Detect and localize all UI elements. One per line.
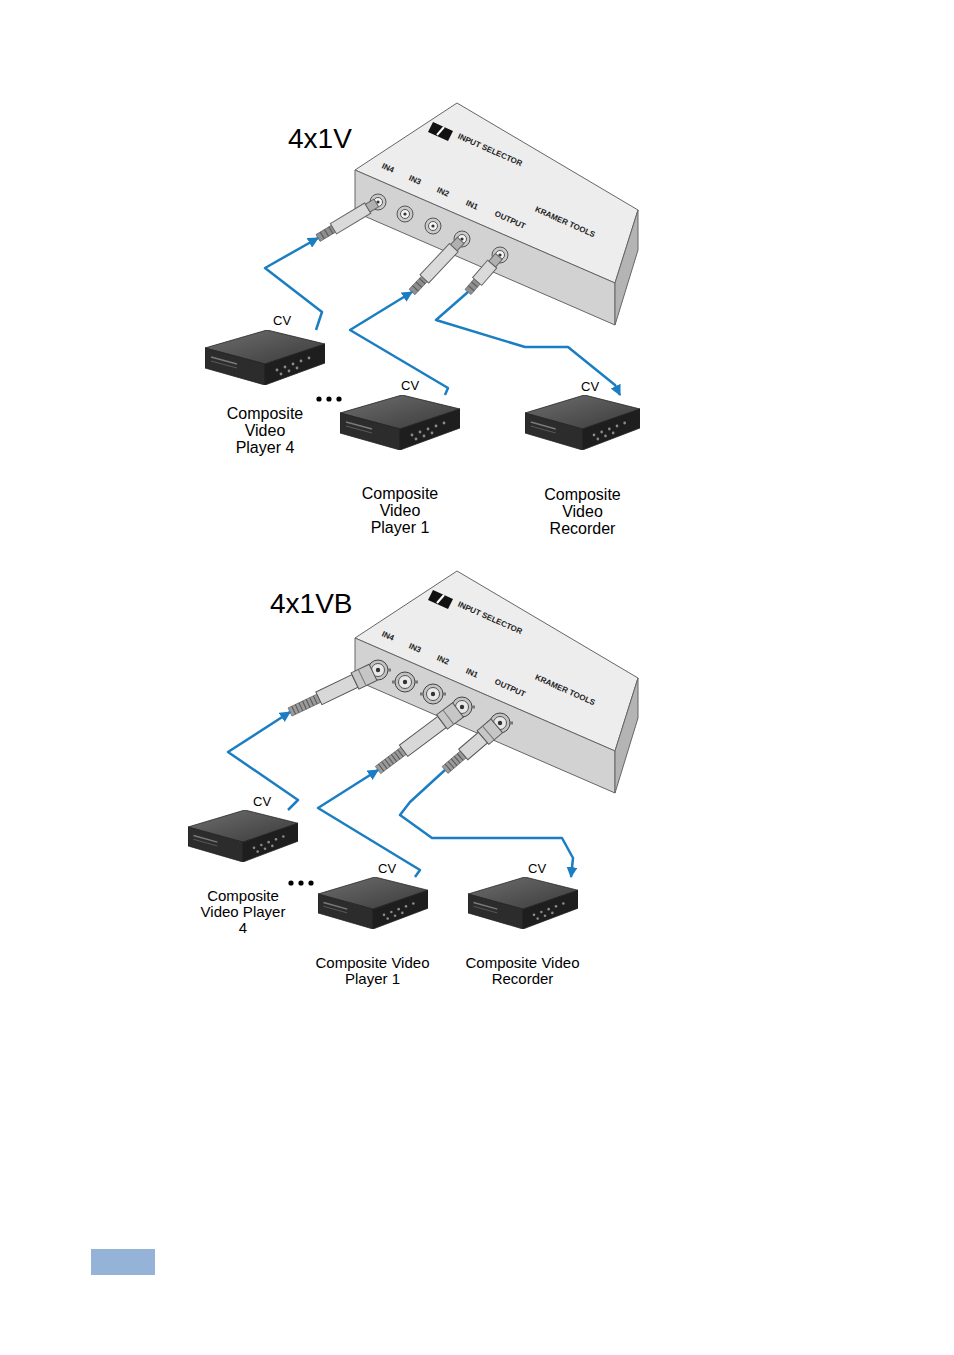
player-box: Composite Video Player 1 (340, 395, 460, 536)
panel-label: OUTPUT (493, 677, 527, 699)
device-caption: Composite Video Player 1 (355, 485, 445, 536)
device-illustration (340, 395, 460, 450)
video-cable (400, 770, 573, 877)
panel-label: IN4 (380, 161, 395, 174)
panel-label: OUTPUT (493, 209, 527, 231)
panel-label: IN4 (380, 629, 395, 642)
panel-label: IN1 (464, 666, 479, 679)
signal-label: CV (527, 862, 547, 875)
panel-label: INPUT SELECTOR (456, 600, 523, 637)
video-cable (436, 292, 620, 395)
switcher-box: 4x1V (318, 103, 640, 292)
device-caption: Composite Video Recorder (538, 486, 628, 537)
video-cable (265, 238, 322, 330)
panel-label: IN3 (407, 173, 422, 186)
device-caption: Composite Video Player 4 (220, 405, 310, 456)
panel-label: KRAMER TOOLS (534, 205, 597, 240)
device-illustration (188, 810, 298, 862)
video-cable (318, 770, 420, 877)
signal-label: CV (252, 795, 272, 808)
panel-label: IN2 (435, 185, 450, 198)
signal-label: CV (377, 862, 397, 875)
signal-label: CV (272, 314, 292, 327)
device-caption: Composite Video Player 1 (305, 955, 440, 987)
device-caption: Composite Video Player 4 (198, 888, 288, 936)
panel-label: IN2 (435, 653, 450, 666)
panel-label: INPUT SELECTOR (456, 132, 523, 169)
device-illustration (468, 877, 578, 929)
player-box: Composite Video Player 4 (188, 810, 298, 936)
video-cable (350, 292, 448, 395)
panel-label: IN1 (464, 198, 479, 211)
player-box: Composite Video Player 1 (305, 877, 440, 987)
device-illustration (205, 330, 325, 385)
signal-label: CV (580, 380, 600, 393)
device-illustration (318, 877, 428, 929)
signal-label: CV (400, 379, 420, 392)
panel-label: KRAMER TOOLS (534, 673, 597, 708)
recorder-box: Composite Video Recorder (525, 395, 640, 537)
player-box: Composite Video Player 4 (205, 330, 325, 456)
model-heading: 4x1VB (270, 588, 353, 620)
model-heading: 4x1V (288, 123, 352, 155)
recorder-box: Composite Video Recorder (455, 877, 590, 987)
device-caption: Composite Video Recorder (455, 955, 590, 987)
panel-label: IN3 (407, 641, 422, 654)
device-illustration (525, 395, 640, 450)
video-cable (228, 712, 298, 810)
